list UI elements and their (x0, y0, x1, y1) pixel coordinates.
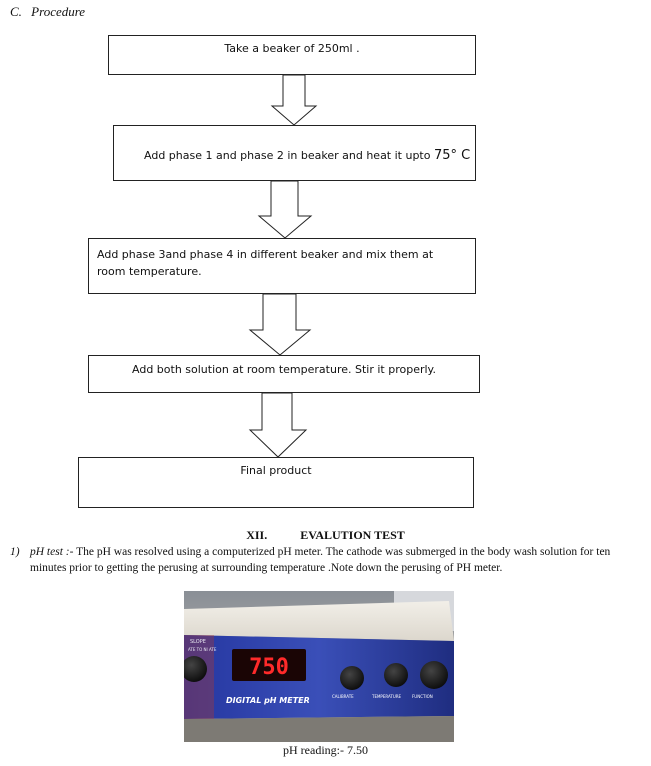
flow-step-3-text: Add phase 3and phase 4 in different beak… (97, 248, 434, 278)
meter-panel-label: DIGITAL pH METER (226, 696, 310, 705)
flow-step-4-text: Add both solution at room temperature. S… (132, 363, 436, 376)
meter-side-label: SLOPE (190, 639, 206, 645)
knob-label-function: FUNCTION (412, 694, 433, 699)
item-text: The pH was resolved using a computerized… (30, 546, 611, 574)
item-index: 1) (10, 546, 20, 558)
flow-step-4: Add both solution at room temperature. S… (88, 355, 480, 393)
ph-meter-photo: 750 SLOPE ATE TO NI ATE CALIBRATE TEMPER… (184, 591, 454, 742)
knob-label-temperature: TEMPERATURE (371, 694, 402, 699)
evaluation-title: EVALUTION TEST (300, 528, 405, 542)
section-letter: C. (10, 4, 22, 19)
down-arrow-icon (270, 74, 318, 126)
flow-step-5-text: Final product (240, 464, 312, 477)
flow-step-1-text: Take a beaker of 250ml . (224, 42, 360, 55)
knob-label-calibrate: CALIBRATE (332, 694, 354, 699)
flow-step-2-text: Add phase 1 and phase 2 in beaker and he… (144, 149, 431, 162)
section-title: Procedure (31, 4, 86, 19)
flow-step-2-temperature: 75° C (433, 148, 471, 163)
meter-side-sub: ATE TO NI ATE (188, 647, 217, 652)
flow-step-2: Add phase 1 and phase 2 in beaker and he… (113, 125, 476, 181)
down-arrow-icon (257, 180, 313, 239)
flow-step-3: Add phase 3and phase 4 in different beak… (88, 238, 476, 294)
ph-reading-caption: pH reading:- 7.50 (283, 743, 368, 757)
flow-step-5: Final product (78, 457, 474, 508)
item-label: pH test :- (30, 546, 74, 558)
ph-meter-image: 750 SLOPE ATE TO NI ATE CALIBRATE TEMPER… (184, 591, 454, 742)
section-heading: C. Procedure (10, 4, 85, 20)
evaluation-number: XII. (246, 528, 268, 542)
down-arrow-icon (248, 392, 308, 458)
evaluation-heading: XII. EVALUTION TEST (0, 528, 651, 543)
flow-step-1: Take a beaker of 250ml . (108, 35, 476, 75)
meter-display-value: 750 (249, 655, 289, 680)
down-arrow-icon (248, 293, 312, 356)
